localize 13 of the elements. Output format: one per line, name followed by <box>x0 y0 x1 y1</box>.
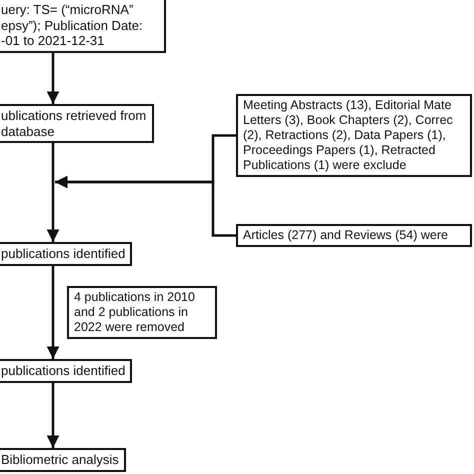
process-box: publications identified <box>0 359 132 383</box>
arrow <box>55 176 236 237</box>
process-box: Bibliometric analysis <box>0 448 126 472</box>
process-box: Articles (277) and Reviews (54) were <box>236 224 472 247</box>
arrow <box>46 383 60 448</box>
arrow <box>46 143 60 242</box>
process-box: Meeting Abstracts (13), Editorial Mate Letters (3), Book Chapters (2), Correc (2), Retractions (2), Data Papers (1), Proceedings Papers (1), Retracted Publications (1) were exclude <box>236 94 472 177</box>
process-box: publications identified <box>0 242 132 266</box>
arrow <box>46 53 60 104</box>
arrow <box>46 266 60 359</box>
process-box: ublications retrieved from database <box>0 104 154 144</box>
process-box: uery: TS= (“microRNA” epsy”); Publication Date: -01 to 2021-12-31 <box>0 0 166 53</box>
process-box: 4 publications in 2010 and 2 publications in 2022 were removed <box>67 286 217 339</box>
